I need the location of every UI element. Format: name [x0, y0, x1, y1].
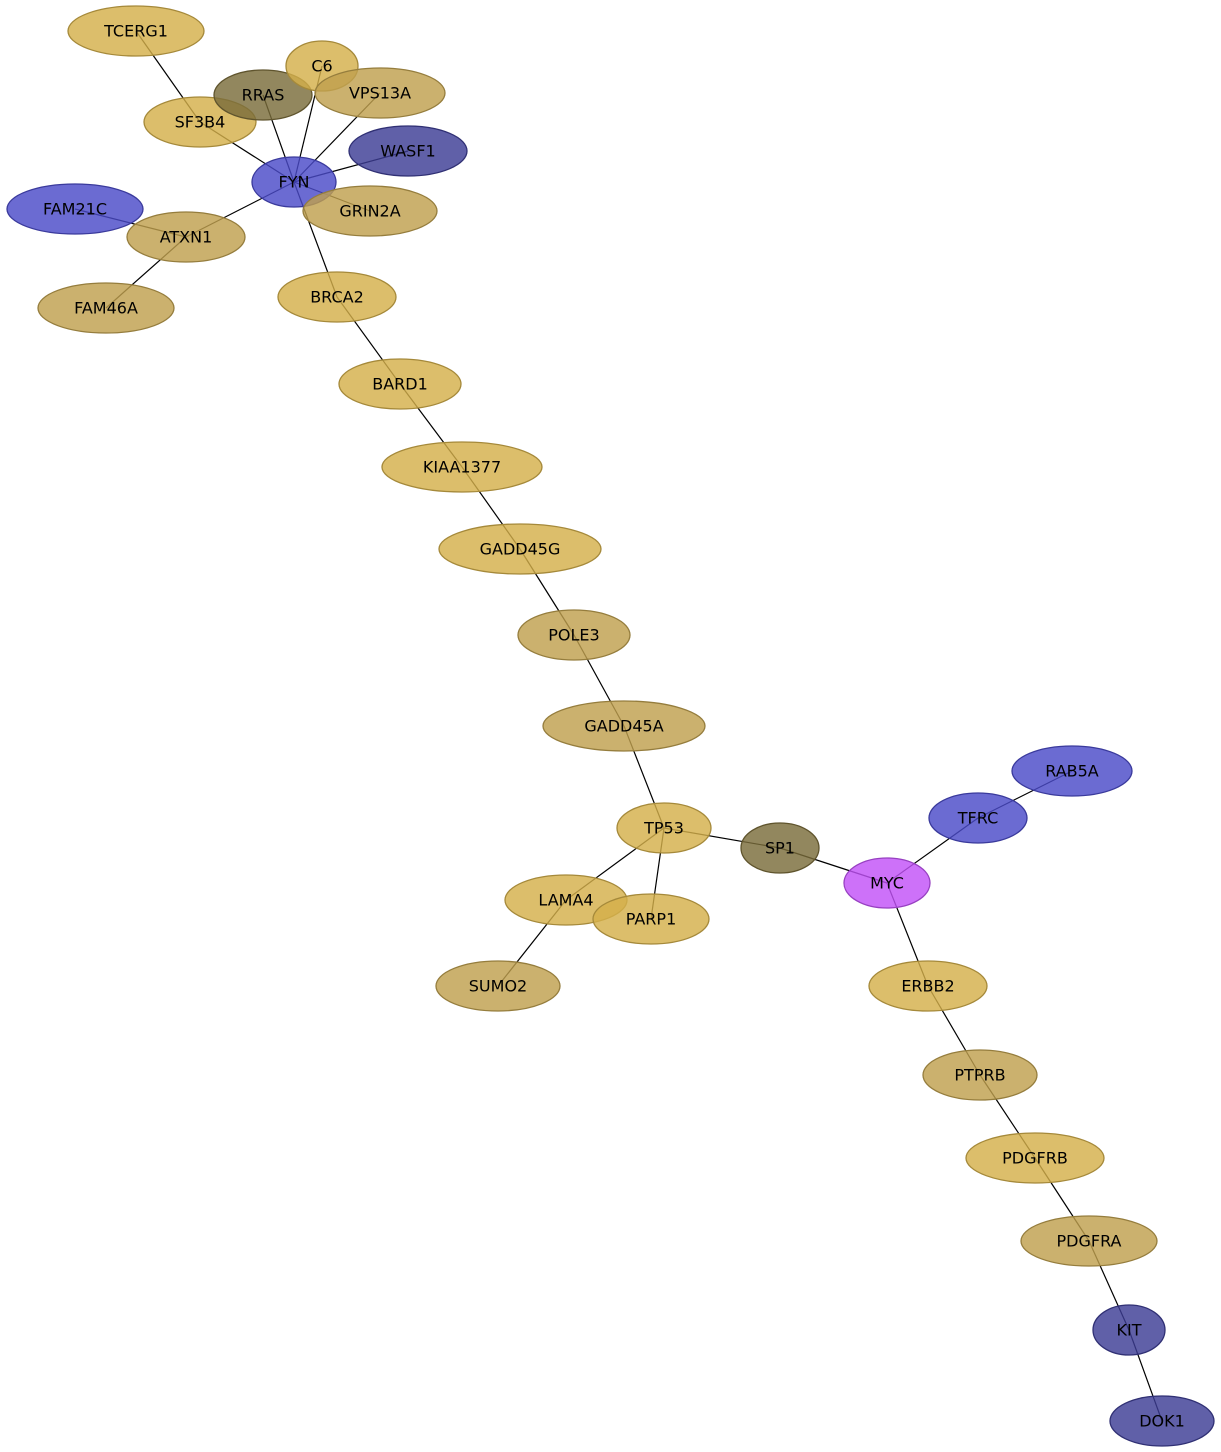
node-shape — [965, 1132, 1105, 1184]
node-label: TP53 — [643, 819, 684, 838]
node-label: PDGFRA — [1057, 1232, 1122, 1251]
node-label: GADD45G — [480, 540, 561, 559]
node-fam46a[interactable]: FAM46A — [37, 282, 175, 334]
node-shape — [381, 441, 543, 493]
node-myc[interactable]: MYC — [843, 857, 931, 909]
node-label: BARD1 — [372, 375, 428, 394]
node-label: PTPRB — [954, 1066, 1005, 1085]
node-label: MYC — [870, 874, 904, 893]
node-tfrc[interactable]: TFRC — [928, 792, 1028, 844]
node-shape — [348, 125, 468, 177]
node-label: SP1 — [765, 839, 795, 858]
node-label: BRCA2 — [310, 288, 364, 307]
node-pdgfrb[interactable]: PDGFRB — [965, 1132, 1105, 1184]
node-erbb2[interactable]: ERBB2 — [868, 960, 988, 1012]
node-shape — [302, 185, 438, 237]
node-label: PDGFRB — [1002, 1149, 1068, 1168]
node-label: GADD45A — [584, 717, 663, 736]
node-label: ERBB2 — [901, 977, 954, 996]
node-kit[interactable]: KIT — [1092, 1304, 1166, 1356]
node-label: GRIN2A — [339, 202, 400, 221]
node-label: KIAA1377 — [423, 458, 501, 477]
node-shape — [438, 523, 602, 575]
node-brca2[interactable]: BRCA2 — [277, 271, 397, 323]
node-shape — [517, 609, 631, 661]
node-label: FYN — [279, 173, 310, 192]
node-shape — [251, 156, 337, 208]
node-tcerg1[interactable]: TCERG1 — [67, 5, 205, 57]
node-label: KIT — [1117, 1321, 1142, 1340]
node-atxn1[interactable]: ATXN1 — [126, 211, 246, 263]
node-shape — [922, 1049, 1038, 1101]
node-pdgfra[interactable]: PDGFRA — [1020, 1215, 1158, 1267]
node-vps13a[interactable]: VPS13A — [314, 67, 446, 119]
node-shape — [1011, 745, 1133, 797]
node-gadd45a[interactable]: GADD45A — [542, 700, 706, 752]
node-shape — [435, 960, 561, 1012]
node-label: RAB5A — [1045, 762, 1099, 781]
node-tp53[interactable]: TP53 — [616, 802, 712, 854]
node-label: PARP1 — [626, 910, 677, 929]
node-shape — [126, 211, 246, 263]
node-grin2a[interactable]: GRIN2A — [302, 185, 438, 237]
node-shape — [1109, 1395, 1215, 1447]
node-label: FAM21C — [43, 200, 107, 219]
node-label: RRAS — [242, 86, 285, 105]
node-shape — [740, 822, 820, 874]
node-label: SUMO2 — [469, 977, 527, 996]
node-shape — [6, 183, 144, 235]
node-ptprb[interactable]: PTPRB — [922, 1049, 1038, 1101]
node-parp1[interactable]: PARP1 — [592, 893, 710, 945]
node-kiaa1377[interactable]: KIAA1377 — [381, 441, 543, 493]
node-label: DOK1 — [1139, 1412, 1185, 1431]
node-shape — [314, 67, 446, 119]
node-label: LAMA4 — [538, 891, 593, 910]
node-label: TCERG1 — [103, 22, 168, 41]
node-gadd45g[interactable]: GADD45G — [438, 523, 602, 575]
node-shape — [542, 700, 706, 752]
node-label: C6 — [311, 57, 332, 76]
node-label: TFRC — [957, 809, 998, 828]
node-label: POLE3 — [548, 626, 599, 645]
node-shape — [616, 802, 712, 854]
node-sumo2[interactable]: SUMO2 — [435, 960, 561, 1012]
node-shape — [338, 358, 462, 410]
node-shape — [1020, 1215, 1158, 1267]
node-wasf1[interactable]: WASF1 — [348, 125, 468, 177]
node-shape — [592, 893, 710, 945]
node-shape — [37, 282, 175, 334]
node-shape — [67, 5, 205, 57]
node-rras[interactable]: RRAS — [213, 69, 313, 121]
node-dok1[interactable]: DOK1 — [1109, 1395, 1215, 1447]
node-rab5a[interactable]: RAB5A — [1011, 745, 1133, 797]
node-pole3[interactable]: POLE3 — [517, 609, 631, 661]
node-shape — [1092, 1304, 1166, 1356]
node-label: WASF1 — [380, 142, 435, 161]
node-shape — [928, 792, 1028, 844]
node-shape — [213, 69, 313, 121]
node-label: SF3B4 — [175, 113, 226, 132]
node-label: VPS13A — [349, 84, 411, 103]
node-shape — [843, 857, 931, 909]
node-shape — [277, 271, 397, 323]
node-label: ATXN1 — [160, 228, 213, 247]
node-fam21c[interactable]: FAM21C — [6, 183, 144, 235]
node-fyn[interactable]: FYN — [251, 156, 337, 208]
node-bard1[interactable]: BARD1 — [338, 358, 462, 410]
node-label: FAM46A — [74, 299, 138, 318]
node-sp1[interactable]: SP1 — [740, 822, 820, 874]
node-shape — [868, 960, 988, 1012]
